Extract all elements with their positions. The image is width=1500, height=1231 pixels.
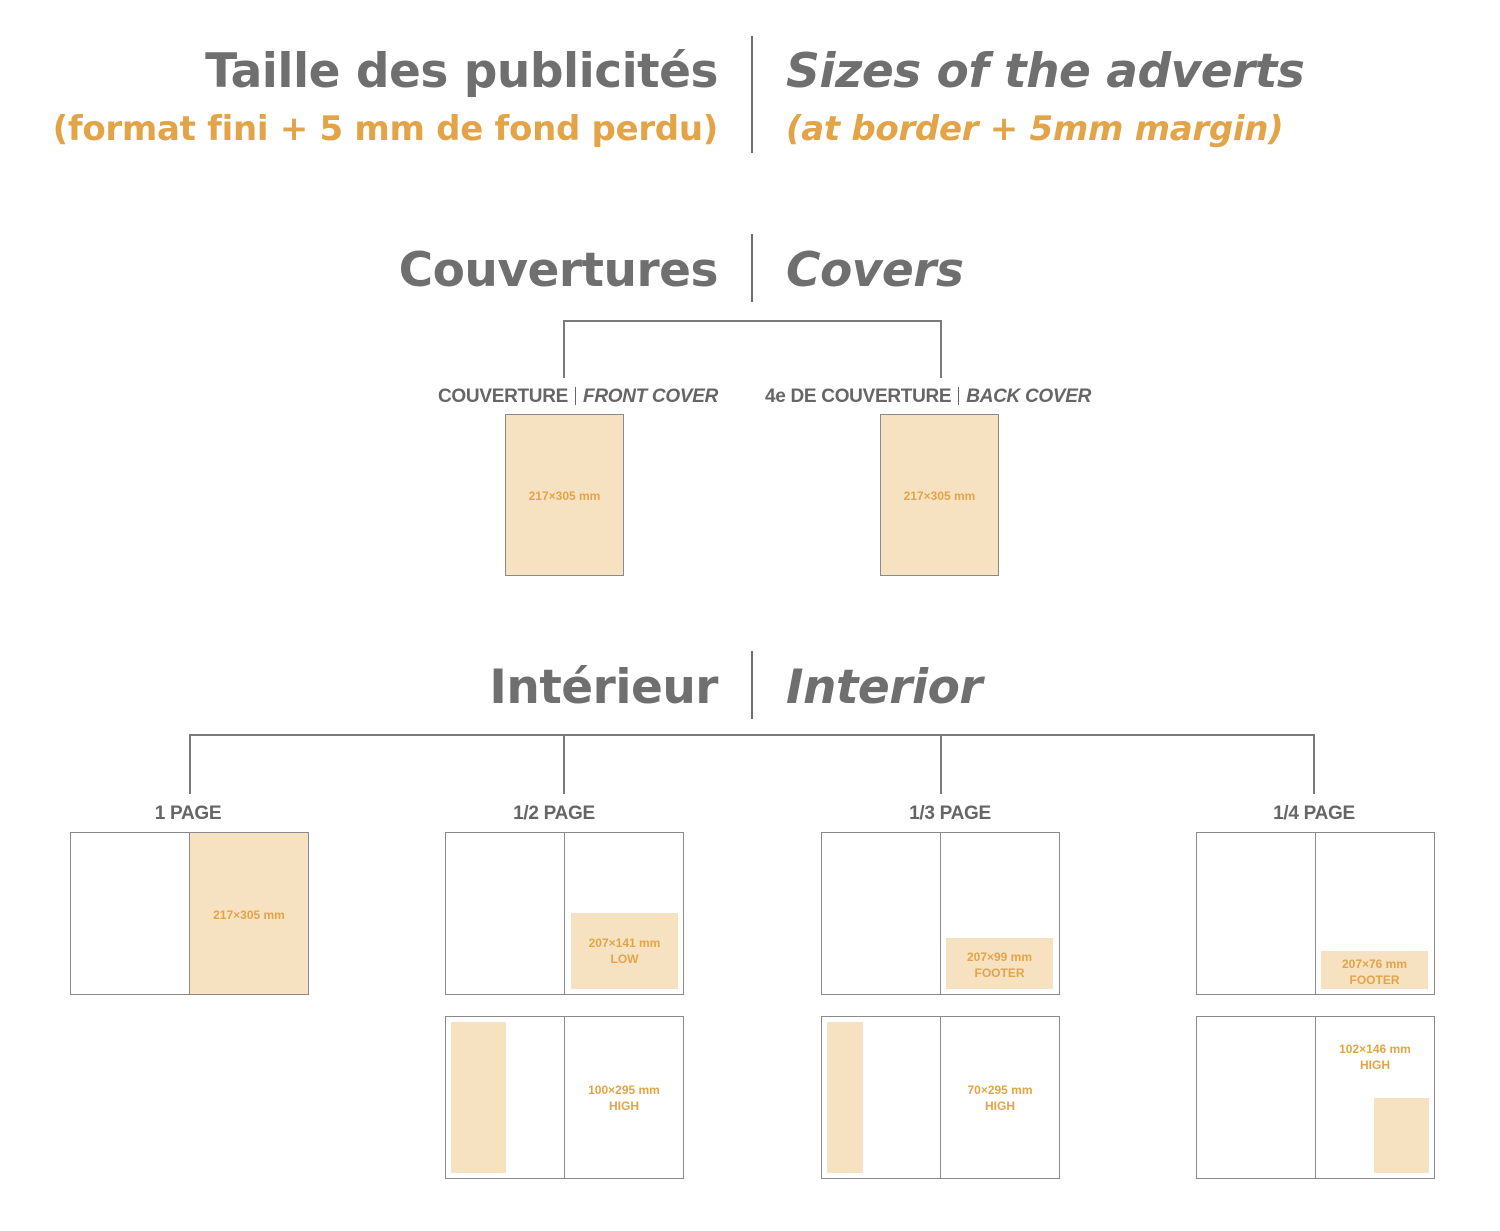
spread-quarter-footer-left — [1196, 832, 1316, 995]
spread-third-footer-left — [821, 832, 941, 995]
front-cover-label-fr: COUVERTURE — [438, 386, 569, 407]
ad-half-high — [451, 1022, 506, 1173]
back-cover-box — [880, 414, 999, 576]
covers-heading-fr: Couvertures — [398, 243, 719, 298]
format-label-quarter-page: 1/4 PAGE — [1273, 803, 1355, 824]
spread-1-page-right — [189, 832, 309, 995]
front-cover-size: 217×305 mm — [528, 489, 601, 503]
ad-half-low — [571, 913, 678, 989]
spread-third-high-right — [940, 1016, 1060, 1179]
interior-connector-top — [189, 734, 1315, 736]
front-cover-label-en: FRONT COVER — [583, 386, 718, 407]
spread-quarter-high-left — [1196, 1016, 1316, 1179]
covers-heading-en: Covers — [786, 243, 964, 298]
label-divider — [958, 387, 960, 405]
back-cover-label-en: BACK COVER — [966, 386, 1092, 407]
size-1-page: 217×305 mm — [213, 908, 285, 922]
interior-heading-en: Interior — [786, 660, 983, 715]
back-cover-label: 4e DE COUVERTURE BACK COVER — [765, 386, 1091, 408]
interior-connector-4 — [1313, 734, 1315, 794]
interior-heading-fr: Intérieur — [489, 660, 718, 715]
interior-divider — [751, 651, 753, 719]
covers-connector-right — [940, 320, 942, 378]
subtitle-en: (at border + 5mm margin) — [786, 109, 1284, 149]
spread-half-low-left — [445, 832, 565, 995]
label-divider — [575, 387, 577, 405]
back-cover-size: 217×305 mm — [903, 489, 976, 503]
ad-quarter-footer — [1321, 951, 1428, 989]
interior-connector-3 — [940, 734, 942, 794]
main-title-fr: Taille des publicités — [205, 44, 718, 99]
interior-connector-2 — [563, 734, 565, 794]
ad-quarter-high — [1374, 1098, 1429, 1173]
format-label-half-page: 1/2 PAGE — [513, 803, 595, 824]
ad-third-footer — [946, 938, 1053, 989]
header-divider — [751, 36, 753, 153]
format-label-third-page: 1/3 PAGE — [909, 803, 991, 824]
front-cover-label: COUVERTURE FRONT COVER — [438, 386, 718, 408]
back-cover-label-fr: 4e DE COUVERTURE — [765, 386, 952, 407]
ad-third-high — [827, 1022, 863, 1173]
subtitle-fr: (format fini + 5 mm de fond perdu) — [52, 109, 719, 149]
covers-connector-left — [563, 320, 565, 378]
format-label-1-page: 1 PAGE — [154, 803, 222, 824]
covers-divider — [751, 234, 753, 302]
covers-connector-top — [563, 320, 941, 322]
main-title-en: Sizes of the adverts — [786, 44, 1305, 99]
front-cover-box — [505, 414, 624, 576]
spread-1-page-left — [70, 832, 190, 995]
interior-connector-1 — [189, 734, 191, 794]
spread-half-high-right — [564, 1016, 684, 1179]
